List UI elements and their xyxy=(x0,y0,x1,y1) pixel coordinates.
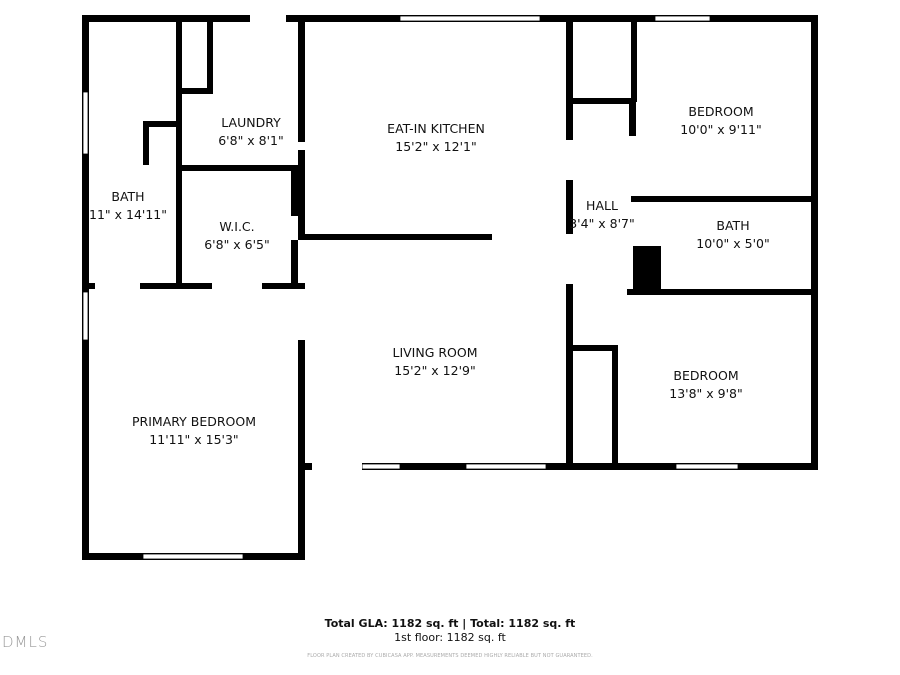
room-bedroom-2: BEDROOM 13'8" x 9'8" xyxy=(669,367,742,403)
total-area: Total GLA: 1182 sq. ft | Total: 1182 sq.… xyxy=(324,617,576,630)
walls xyxy=(82,15,818,560)
room-name: PRIMARY BEDROOM xyxy=(132,414,256,429)
room-size: 10'0" x 5'0" xyxy=(696,236,770,251)
room-size: 15'2" x 12'9" xyxy=(394,363,476,378)
door-gaps xyxy=(95,14,574,471)
room-size: 10'0" x 9'11" xyxy=(680,122,762,137)
room-hall: HALL 3'4" x 8'7" xyxy=(569,197,635,233)
room-wic: W.I.C. 6'8" x 6'5" xyxy=(204,218,270,254)
room-bath-1: BATH 11" x 14'11" xyxy=(89,188,167,224)
room-size: 3'4" x 8'7" xyxy=(569,216,635,231)
windows xyxy=(82,15,739,560)
floor-area: 1st floor: 1182 sq. ft xyxy=(394,631,506,644)
room-bedroom-1: BEDROOM 10'0" x 9'11" xyxy=(680,103,761,139)
room-size: 13'8" x 9'8" xyxy=(669,386,743,401)
room-bath-2: BATH 10'0" x 5'0" xyxy=(696,217,769,253)
room-size: 11'11" x 15'3" xyxy=(149,432,239,447)
disclaimer: FLOOR PLAN CREATED BY CUBICASA APP. MEAS… xyxy=(307,653,593,659)
room-name: BEDROOM xyxy=(688,104,754,119)
room-name: BATH xyxy=(111,189,145,204)
room-name: LIVING ROOM xyxy=(392,345,478,360)
dmls-logo: DMLS xyxy=(2,633,49,651)
room-name: BEDROOM xyxy=(673,368,739,383)
room-name: EAT-IN KITCHEN xyxy=(387,121,485,136)
room-size: 6'8" x 8'1" xyxy=(218,133,284,148)
room-laundry: LAUNDRY 6'8" x 8'1" xyxy=(218,114,284,150)
room-name: W.I.C. xyxy=(219,219,255,234)
room-size: 11" x 14'11" xyxy=(89,207,167,222)
room-primary-bedroom: PRIMARY BEDROOM 11'11" x 15'3" xyxy=(132,413,256,449)
room-size: 6'8" x 6'5" xyxy=(204,237,270,252)
room-size: 15'2" x 12'1" xyxy=(395,139,477,154)
room-name: HALL xyxy=(586,198,618,213)
room-living-room: LIVING ROOM 15'2" x 12'9" xyxy=(392,344,477,380)
room-name: LAUNDRY xyxy=(221,115,281,130)
room-eat-in-kitchen: EAT-IN KITCHEN 15'2" x 12'1" xyxy=(387,120,485,156)
room-name: BATH xyxy=(716,218,750,233)
